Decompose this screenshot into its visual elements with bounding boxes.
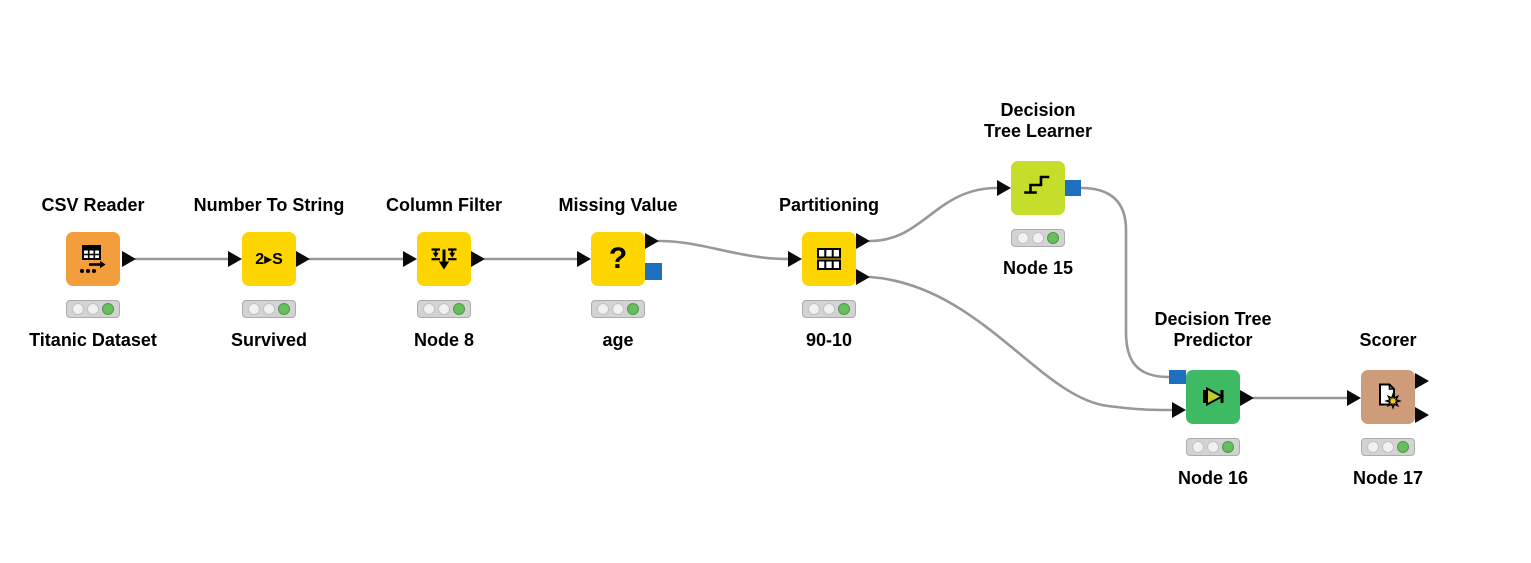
status-light-red bbox=[1192, 441, 1204, 453]
status-indicator-partitioning bbox=[802, 300, 856, 318]
node-partitioning[interactable] bbox=[802, 232, 856, 286]
missing-value-model-output-port[interactable] bbox=[645, 263, 662, 280]
tree-branch-icon bbox=[1024, 175, 1050, 194]
node-title-missing-value: Missing Value bbox=[498, 195, 738, 216]
status-indicator-missing-value bbox=[591, 300, 645, 318]
status-indicator-decision-tree-learner bbox=[1011, 229, 1065, 247]
filter-arrows-icon bbox=[431, 248, 457, 270]
node-title-partitioning: Partitioning bbox=[709, 195, 949, 216]
status-light-green bbox=[1222, 441, 1234, 453]
title-line: Partitioning bbox=[779, 195, 879, 215]
status-light-green bbox=[838, 303, 850, 315]
node-title-csv-reader: CSV Reader bbox=[0, 195, 213, 216]
column-filter-output-port[interactable] bbox=[471, 251, 485, 267]
node-label-csv-reader: Titanic Dataset bbox=[29, 330, 157, 350]
scorer-output-port-bottom[interactable] bbox=[1415, 407, 1429, 423]
partitioning-output-port-bottom[interactable] bbox=[856, 269, 870, 285]
status-light-red bbox=[248, 303, 260, 315]
title-line: Number To String bbox=[193, 195, 345, 215]
node-label-partitioning: 90-10 bbox=[805, 330, 853, 350]
connection-partitioning-to-learner[interactable] bbox=[868, 186, 999, 243]
status-light-red bbox=[1017, 232, 1029, 244]
node-decision-tree-predictor[interactable] bbox=[1186, 370, 1240, 424]
title-line: Scorer bbox=[1359, 330, 1417, 350]
node-decision-tree-learner[interactable] bbox=[1011, 161, 1065, 215]
status-light-yellow bbox=[1032, 232, 1044, 244]
status-light-yellow bbox=[1207, 441, 1219, 453]
status-indicator-column-filter bbox=[417, 300, 471, 318]
node-csv-reader[interactable] bbox=[66, 232, 120, 286]
title-line: CSV Reader bbox=[41, 195, 145, 215]
predictor-model-input-port[interactable] bbox=[1169, 370, 1186, 384]
split-table-icon bbox=[817, 248, 841, 270]
question-mark-icon: ? bbox=[608, 242, 628, 275]
status-light-red bbox=[597, 303, 609, 315]
number-to-string-input-port[interactable] bbox=[228, 251, 242, 267]
status-light-red bbox=[423, 303, 435, 315]
number-to-string-output-port[interactable] bbox=[296, 251, 310, 267]
connection-missingvalue-to-partitioning[interactable] bbox=[657, 239, 790, 261]
predictor-diode-icon bbox=[1203, 386, 1225, 407]
node-scorer[interactable] bbox=[1361, 370, 1415, 424]
node-label-missing-value: age bbox=[602, 330, 634, 350]
node-label-column-filter: Node 8 bbox=[413, 330, 474, 350]
title-line: Predictor bbox=[1173, 330, 1253, 350]
node-label-scorer: Node 17 bbox=[1352, 468, 1424, 488]
node-title-scorer: Scorer bbox=[1268, 330, 1508, 351]
document-star-icon bbox=[1379, 383, 1402, 410]
node-title-column-filter: Column Filter bbox=[324, 195, 564, 216]
node-label-decision-tree-predictor: Node 16 bbox=[1177, 468, 1249, 488]
partitioning-output-port-top[interactable] bbox=[856, 233, 870, 249]
column-filter-input-port[interactable] bbox=[403, 251, 417, 267]
number-to-string-icon: 2▸S bbox=[255, 251, 283, 268]
status-light-red bbox=[1367, 441, 1379, 453]
status-light-yellow bbox=[87, 303, 99, 315]
status-light-yellow bbox=[823, 303, 835, 315]
status-indicator-csv-reader bbox=[66, 300, 120, 318]
title-line: Decision Tree bbox=[1154, 309, 1272, 329]
node-title-number-to-string: Number To String bbox=[149, 195, 389, 216]
node-label-number-to-string: Survived bbox=[230, 330, 308, 350]
node-missing-value[interactable]: ? bbox=[591, 232, 645, 286]
status-light-yellow bbox=[1382, 441, 1394, 453]
status-light-green bbox=[1047, 232, 1059, 244]
title-line: Missing Value bbox=[558, 195, 678, 215]
predictor-data-input-port[interactable] bbox=[1172, 402, 1186, 418]
status-light-yellow bbox=[438, 303, 450, 315]
status-light-red bbox=[72, 303, 84, 315]
status-indicator-number-to-string bbox=[242, 300, 296, 318]
csv-reader-output-port[interactable] bbox=[122, 251, 136, 267]
status-light-yellow bbox=[612, 303, 624, 315]
node-label-decision-tree-learner: Node 15 bbox=[1002, 258, 1074, 278]
title-line: Tree Learner bbox=[983, 121, 1093, 141]
scorer-output-port-top[interactable] bbox=[1415, 373, 1429, 389]
connection-partitioning-to-predictor[interactable] bbox=[868, 275, 1174, 412]
missing-value-input-port[interactable] bbox=[577, 251, 591, 267]
status-light-red bbox=[808, 303, 820, 315]
status-light-yellow bbox=[263, 303, 275, 315]
status-indicator-decision-tree-predictor bbox=[1186, 438, 1240, 456]
status-light-green bbox=[627, 303, 639, 315]
missing-value-output-port[interactable] bbox=[645, 233, 659, 249]
status-light-green bbox=[453, 303, 465, 315]
learner-model-output-port[interactable] bbox=[1065, 180, 1081, 196]
node-column-filter[interactable] bbox=[417, 232, 471, 286]
title-line: Column Filter bbox=[386, 195, 502, 215]
status-indicator-scorer bbox=[1361, 438, 1415, 456]
learner-input-port[interactable] bbox=[997, 180, 1011, 196]
scorer-input-port[interactable] bbox=[1347, 390, 1361, 406]
status-light-green bbox=[102, 303, 114, 315]
title-line: Decision bbox=[1000, 100, 1076, 120]
table-arrow-icon bbox=[80, 245, 106, 273]
partitioning-input-port[interactable] bbox=[788, 251, 802, 267]
status-light-green bbox=[278, 303, 290, 315]
connection-learner-model-to-predictor[interactable] bbox=[1079, 186, 1171, 379]
predictor-output-port[interactable] bbox=[1240, 390, 1254, 406]
node-number-to-string[interactable]: 2▸S bbox=[242, 232, 296, 286]
status-light-green bbox=[1397, 441, 1409, 453]
